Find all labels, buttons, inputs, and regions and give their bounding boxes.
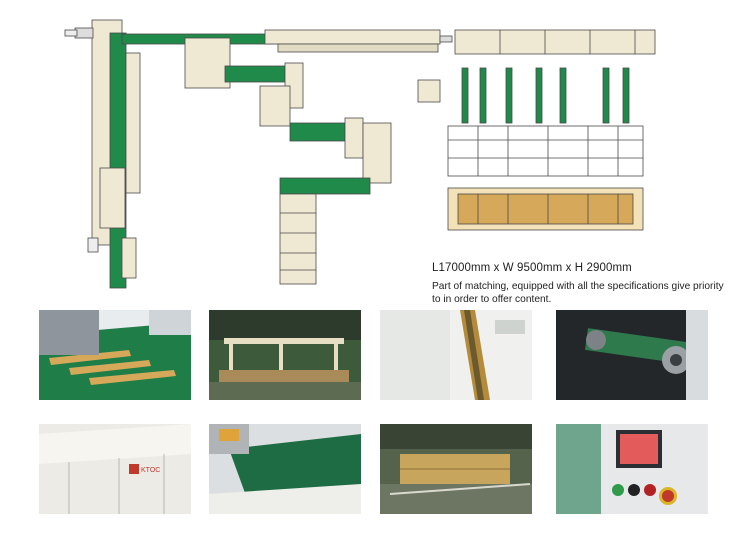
photo-badge-text: KTOC [141,467,160,474]
layout-svg [64,19,656,289]
photo-belt-closeup [380,310,532,400]
photo-line-overview [380,424,532,514]
emergency-stop-icon [662,490,674,502]
red-button-icon [644,484,656,496]
black-button-icon [628,484,640,496]
photo-machine-cabinet: KTOC [39,424,191,514]
photo-pulley-belt [556,310,708,400]
photo-green-belt [209,424,361,514]
green-button-icon [612,484,624,496]
photo-factory-frames [209,310,361,400]
spec-note: Part of matching, equipped with all the … [432,281,724,305]
machine-layout-diagram [60,8,660,293]
photo-conveyor-boards [39,310,191,400]
photo-control-panel [556,424,708,514]
machine-dimensions: L17000mm x W 9500mm x H 2900mm [432,262,632,274]
